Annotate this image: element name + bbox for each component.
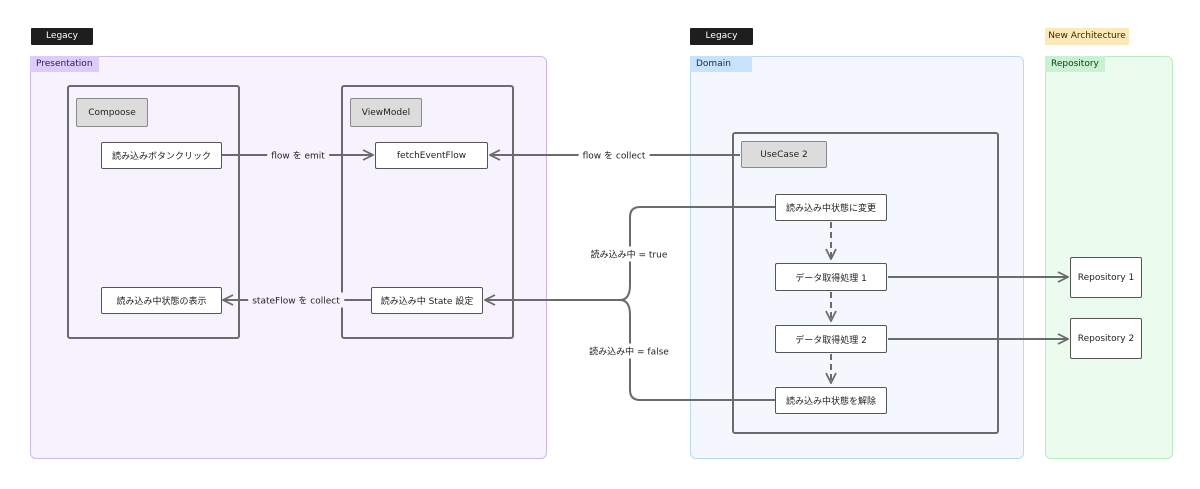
stateflow-collect-label: stateFlow を collect xyxy=(248,292,344,308)
viewmodel-frame xyxy=(341,85,514,339)
data-fetch-2-node: データ取得処理 2 xyxy=(775,325,887,353)
domain-label: Domain xyxy=(690,56,752,72)
repository-label: Repository xyxy=(1045,56,1105,72)
flow-emit-label: flow を emit xyxy=(267,147,329,163)
edge-loading-false xyxy=(619,299,775,401)
clear-loading-node: 読み込み中状態を解除 xyxy=(775,387,887,414)
repository-1-node: Repository 1 xyxy=(1070,257,1142,298)
new-architecture-tag: New Architecture xyxy=(1045,28,1129,45)
repository-2-node: Repository 2 xyxy=(1070,318,1142,359)
usecase-frame xyxy=(732,132,999,434)
set-loading-node: 読み込み中状態に変更 xyxy=(775,194,887,221)
loading-display-node: 読み込み中状態の表示 xyxy=(101,287,222,314)
usecase-header: UseCase 2 xyxy=(741,141,827,168)
compose-header: Compoose xyxy=(76,98,148,127)
load-button-click-node: 読み込みボタンクリック xyxy=(101,142,222,169)
fetch-event-flow-node: fetchEventFlow xyxy=(375,142,488,169)
data-fetch-1-node: データ取得処理 1 xyxy=(775,263,887,291)
legacy-tag-right: Legacy xyxy=(690,28,753,45)
legacy-tag-left: Legacy xyxy=(31,28,93,45)
compose-frame xyxy=(67,85,240,339)
viewmodel-header: ViewModel xyxy=(350,98,422,127)
presentation-label: Presentation xyxy=(30,56,99,72)
loading-true-label: 読み込み中 = true xyxy=(586,246,672,262)
flow-collect-label: flow を collect xyxy=(578,147,650,163)
loading-false-label: 読み込み中 = false xyxy=(585,343,673,359)
edge-loading-true xyxy=(619,206,775,301)
loading-state-node: 読み込み中 State 設定 xyxy=(371,287,483,314)
